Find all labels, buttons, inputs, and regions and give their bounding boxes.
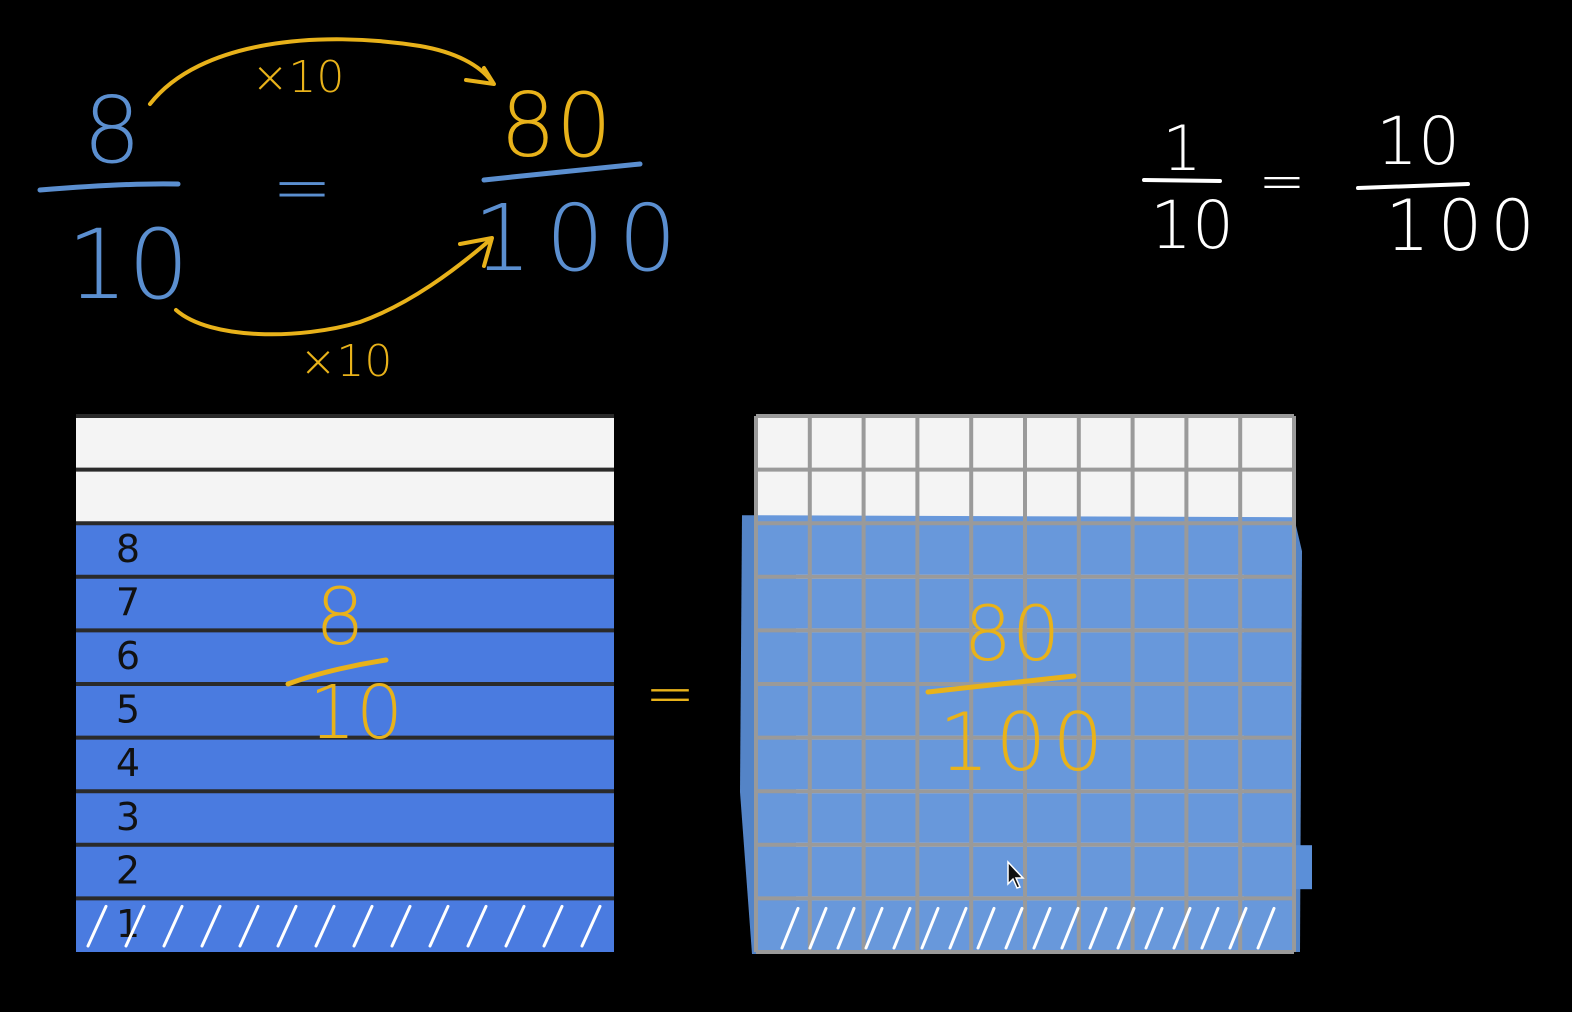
tenths-row-label: 2 <box>116 848 140 892</box>
tenths-row-label: 6 <box>116 634 140 678</box>
side-right-denominator: 100 <box>1385 185 1543 267</box>
hatch-mark <box>314 904 336 948</box>
hatch-mark <box>808 906 828 950</box>
tenths-row-label: 7 <box>116 580 140 624</box>
tenths-row <box>76 416 614 470</box>
hatch-mark <box>892 906 912 950</box>
middle-equals-sign: = <box>645 659 695 729</box>
hatch-mark <box>1060 906 1080 950</box>
hatch-mark <box>1200 906 1220 950</box>
hatch-mark <box>466 904 488 948</box>
tenths-row <box>76 576 614 631</box>
hatch-mark <box>390 904 412 948</box>
hundredths-grid-lines <box>754 414 1296 954</box>
hatch-mark <box>1228 906 1248 950</box>
tenths-row <box>76 791 614 845</box>
tenths-row-label: 3 <box>116 795 140 839</box>
hundredths-fraction-denominator: 100 <box>939 696 1110 789</box>
side-equals-sign: = <box>1259 149 1306 214</box>
right-denominator: 100 <box>473 185 691 292</box>
right-numerator: 80 <box>500 74 612 177</box>
tenths-row <box>76 684 614 738</box>
side-left-fraction-bar <box>1142 178 1222 183</box>
right-fraction-bar <box>481 161 643 183</box>
tenths-fraction-bar <box>285 657 389 687</box>
hatch-mark <box>780 906 800 950</box>
hatch-mark <box>1256 906 1276 950</box>
hatch-mark <box>238 904 260 948</box>
hatch-mark <box>1032 906 1052 950</box>
hatch-mark <box>580 904 602 948</box>
hatch-mark <box>504 904 526 948</box>
hatch-mark <box>1144 906 1164 950</box>
hundredths-model: 80 100 <box>740 414 1312 954</box>
tenths-row <box>76 737 614 792</box>
tenths-row <box>76 469 614 524</box>
hatch-mark <box>920 906 940 950</box>
bottom-multiply-arrow <box>174 238 492 337</box>
hatch-mark <box>542 904 564 948</box>
hatch-mark <box>864 906 884 950</box>
tenths-row <box>76 898 614 952</box>
tenths-hatch-marks <box>86 904 602 948</box>
top-multiply-arrow <box>148 37 494 106</box>
tenths-row <box>76 844 614 899</box>
hatch-mark <box>200 904 222 948</box>
hatch-mark <box>1004 906 1024 950</box>
tenths-row <box>76 630 614 684</box>
top-equals-sign: = <box>272 145 332 229</box>
hatch-mark <box>1116 906 1136 950</box>
hundredths-fraction-bar <box>925 673 1077 695</box>
hatch-mark <box>1088 906 1108 950</box>
tenths-row-label: 4 <box>116 741 140 785</box>
tenths-row-label: 8 <box>116 527 140 571</box>
side-right-fraction-bar <box>1356 182 1470 190</box>
arrow-cursor-icon <box>1007 860 1025 889</box>
tenths-row-label: 5 <box>116 688 140 732</box>
hatch-mark <box>276 904 298 948</box>
top-arrow-head <box>464 66 496 86</box>
top-multiplier-label: ×10 <box>252 52 345 103</box>
tenths-row <box>76 523 614 577</box>
bottom-arrow-head <box>458 236 494 268</box>
bottom-multiplier-label: ×10 <box>300 336 393 387</box>
hatch-mark <box>124 904 146 948</box>
hatch-mark <box>836 906 856 950</box>
side-equation: 1 10 = 10 100 <box>1142 103 1543 267</box>
hatch-mark <box>86 904 108 948</box>
hatch-mark <box>1172 906 1192 950</box>
left-fraction-bar <box>37 181 181 193</box>
side-right-numerator: 10 <box>1376 103 1460 180</box>
tenths-fraction-denominator: 10 <box>309 670 403 756</box>
side-left-numerator: 1 <box>1162 112 1201 185</box>
shade-overflow <box>1294 845 1312 890</box>
tenths-fraction-numerator: 8 <box>315 573 365 663</box>
side-left-denominator: 10 <box>1150 187 1234 264</box>
top-equation: 8 10 = 80 100 ×10 ×10 <box>37 37 691 387</box>
hatch-mark <box>352 904 374 948</box>
hatch-mark <box>428 904 450 948</box>
hatch-mark <box>976 906 996 950</box>
hatch-mark <box>948 906 968 950</box>
hatch-mark <box>162 904 184 948</box>
hundredths-fraction-numerator: 80 <box>964 589 1061 678</box>
left-denominator: 10 <box>67 209 189 321</box>
left-numerator: 8 <box>83 77 142 184</box>
hundredths-hatch-marks <box>780 906 1276 950</box>
